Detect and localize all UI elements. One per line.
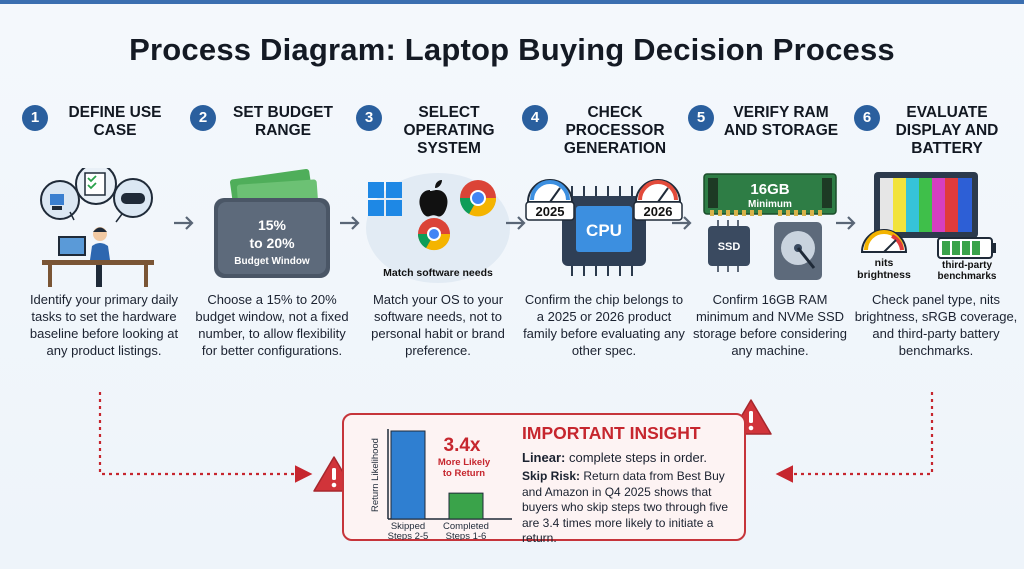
ram-module-icon: 16GB Minimum [703,173,837,216]
chart-category-label-1-2: Steps 2-5 [388,531,429,540]
chrome-logo-icon [459,180,497,217]
linear-text: complete steps in order. [568,450,707,465]
step-1-description: Identify your primary daily tasks to set… [29,292,179,358]
step-6-title: EVALUATE DISPLAY AND BATTERY [895,104,999,157]
wallet-line1: 15% [258,217,287,233]
windows-logo-icon [368,182,402,216]
left-dotted-connector [98,392,313,483]
step-5-description: Confirm 16GB RAM minimum and NVMe SSD st… [693,292,847,358]
chart-category-label-2-1: Completed [443,521,489,532]
insight-heading: IMPORTANT INSIGHT [522,423,701,443]
step-4-number-badge: 4 [522,105,548,131]
step-3-header: 3 SELECT OPERATING SYSTEM [356,98,520,170]
step-2-number-badge: 2 [190,105,216,131]
linear-label: Linear: [522,450,566,465]
chart-ylabel: Return Likelihood [370,438,381,512]
step-4: 4 CHECK PROCESSOR GENERATION CPU 2025 20… [522,98,686,358]
chart-annotation-line2: to Return [443,468,485,479]
gauge-caption-line2: brightness [857,269,911,281]
step-1-title: DEFINE USE CASE [68,104,162,139]
step-2-title: SET BUDGET RANGE [233,104,333,139]
gauge-caption-line1: nits [875,257,894,269]
step-5-header: 5 VERIFY RAM AND STORAGE [688,98,852,170]
step-4-header: 4 CHECK PROCESSOR GENERATION [522,98,686,170]
gauge-left-year: 2025 [536,204,565,219]
step-3-number-badge: 3 [356,105,382,131]
chart-category-label-2-2: Steps 1-6 [446,531,487,540]
color-bars-screen [880,178,972,232]
step-1-number-badge: 1 [22,105,48,131]
step-2-header: 2 SET BUDGET RANGE [190,98,354,170]
arrow-right-icon [506,216,526,230]
step-5: 5 VERIFY RAM AND STORAGE 16GB Minimum SS… [688,98,852,358]
chrome-logo-icon [417,218,451,251]
step-2-description: Choose a 15% to 20% budget window, not a… [195,292,349,358]
step-5-number-badge: 5 [688,105,714,131]
page-title: Process Diagram: Laptop Buying Decision … [129,32,895,67]
step-6-description: Check panel type, nits brightness, sRGB … [854,292,1018,358]
skip-label: Skip Risk: [522,469,581,483]
gauge-2025-icon: 2025 [525,179,575,221]
step-4-title: CHECK PROCESSOR GENERATION [563,104,667,157]
battery-caption-line1: third-party [942,260,992,271]
hard-drive-icon [774,222,822,280]
chart-category-label-1-1: Skipped [391,521,425,532]
arrow-right-icon [836,216,856,230]
apple-logo-icon [419,180,448,217]
wallet-line2: to 20% [249,235,295,251]
step-1-header: 1 DEFINE USE CASE [22,98,186,170]
cpu-chip-icon: CPU 2025 2026 [525,179,683,276]
step-3-description: Match your OS to your software needs, no… [371,292,505,358]
top-accent-strip [0,0,1024,4]
step-1: 1 DEFINE USE CASE Identify your primary … [22,98,186,358]
os-caption: Match software needs [383,267,493,279]
step-3: 3 SELECT OPERATING SYSTEM Match software… [356,98,520,358]
os-logos-icon: Match software needs [366,173,510,283]
ram-ssd-icon: 16GB Minimum SSD [703,173,837,280]
right-dotted-connector [775,392,934,483]
arrow-right-icon [174,216,194,230]
step-6-number-badge: 6 [854,105,880,131]
arrow-right-icon [340,216,360,230]
step-4-description: Confirm the chip belongs to a 2025 or 20… [523,292,685,358]
insight-skip-risk: Skip Risk: Return data from Best Buy and… [522,469,740,547]
gauge-right-year: 2026 [644,204,673,219]
skip-text: Return data from Best Buy and Amazon in … [522,469,729,545]
step-2: 2 SET BUDGET RANGE 15% to 20% Budget Win… [190,98,354,358]
ssd-label: SSD [718,241,741,253]
battery-icon: third-party benchmarks [937,237,997,282]
ram-capacity: 16GB [750,181,789,198]
chart-bar-1 [390,430,426,520]
ram-minimum: Minimum [748,199,792,210]
step-3-title: SELECT OPERATING SYSTEM [403,104,495,157]
battery-caption-line2: benchmarks [938,271,997,282]
wallet-line3: Budget Window [234,256,310,267]
person-at-desk-icon [40,168,154,287]
step-5-title: VERIFY RAM AND STORAGE [723,104,839,139]
step-6-header: 6 EVALUATE DISPLAY AND BATTERY [854,98,1018,170]
ssd-chip-icon: SSD [708,220,750,272]
display-battery-icon: nits brightness third-party benchmarks [857,172,997,282]
cpu-label: CPU [586,221,622,240]
chart-bar-2 [448,492,484,520]
brightness-gauge-icon: nits brightness [857,229,911,281]
step-6: 6 EVALUATE DISPLAY AND BATTERY nits brig… [854,98,1018,358]
wallet-icon: 15% to 20% Budget Window [214,169,330,278]
chart-annotation-value: 3.4x [444,435,481,456]
chart-annotation-line1: More Likely [438,457,491,468]
insight-linear-line: Linear: complete steps in order. [522,450,742,465]
arrow-right-icon [672,216,692,230]
gauge-2026-icon: 2026 [633,179,683,221]
